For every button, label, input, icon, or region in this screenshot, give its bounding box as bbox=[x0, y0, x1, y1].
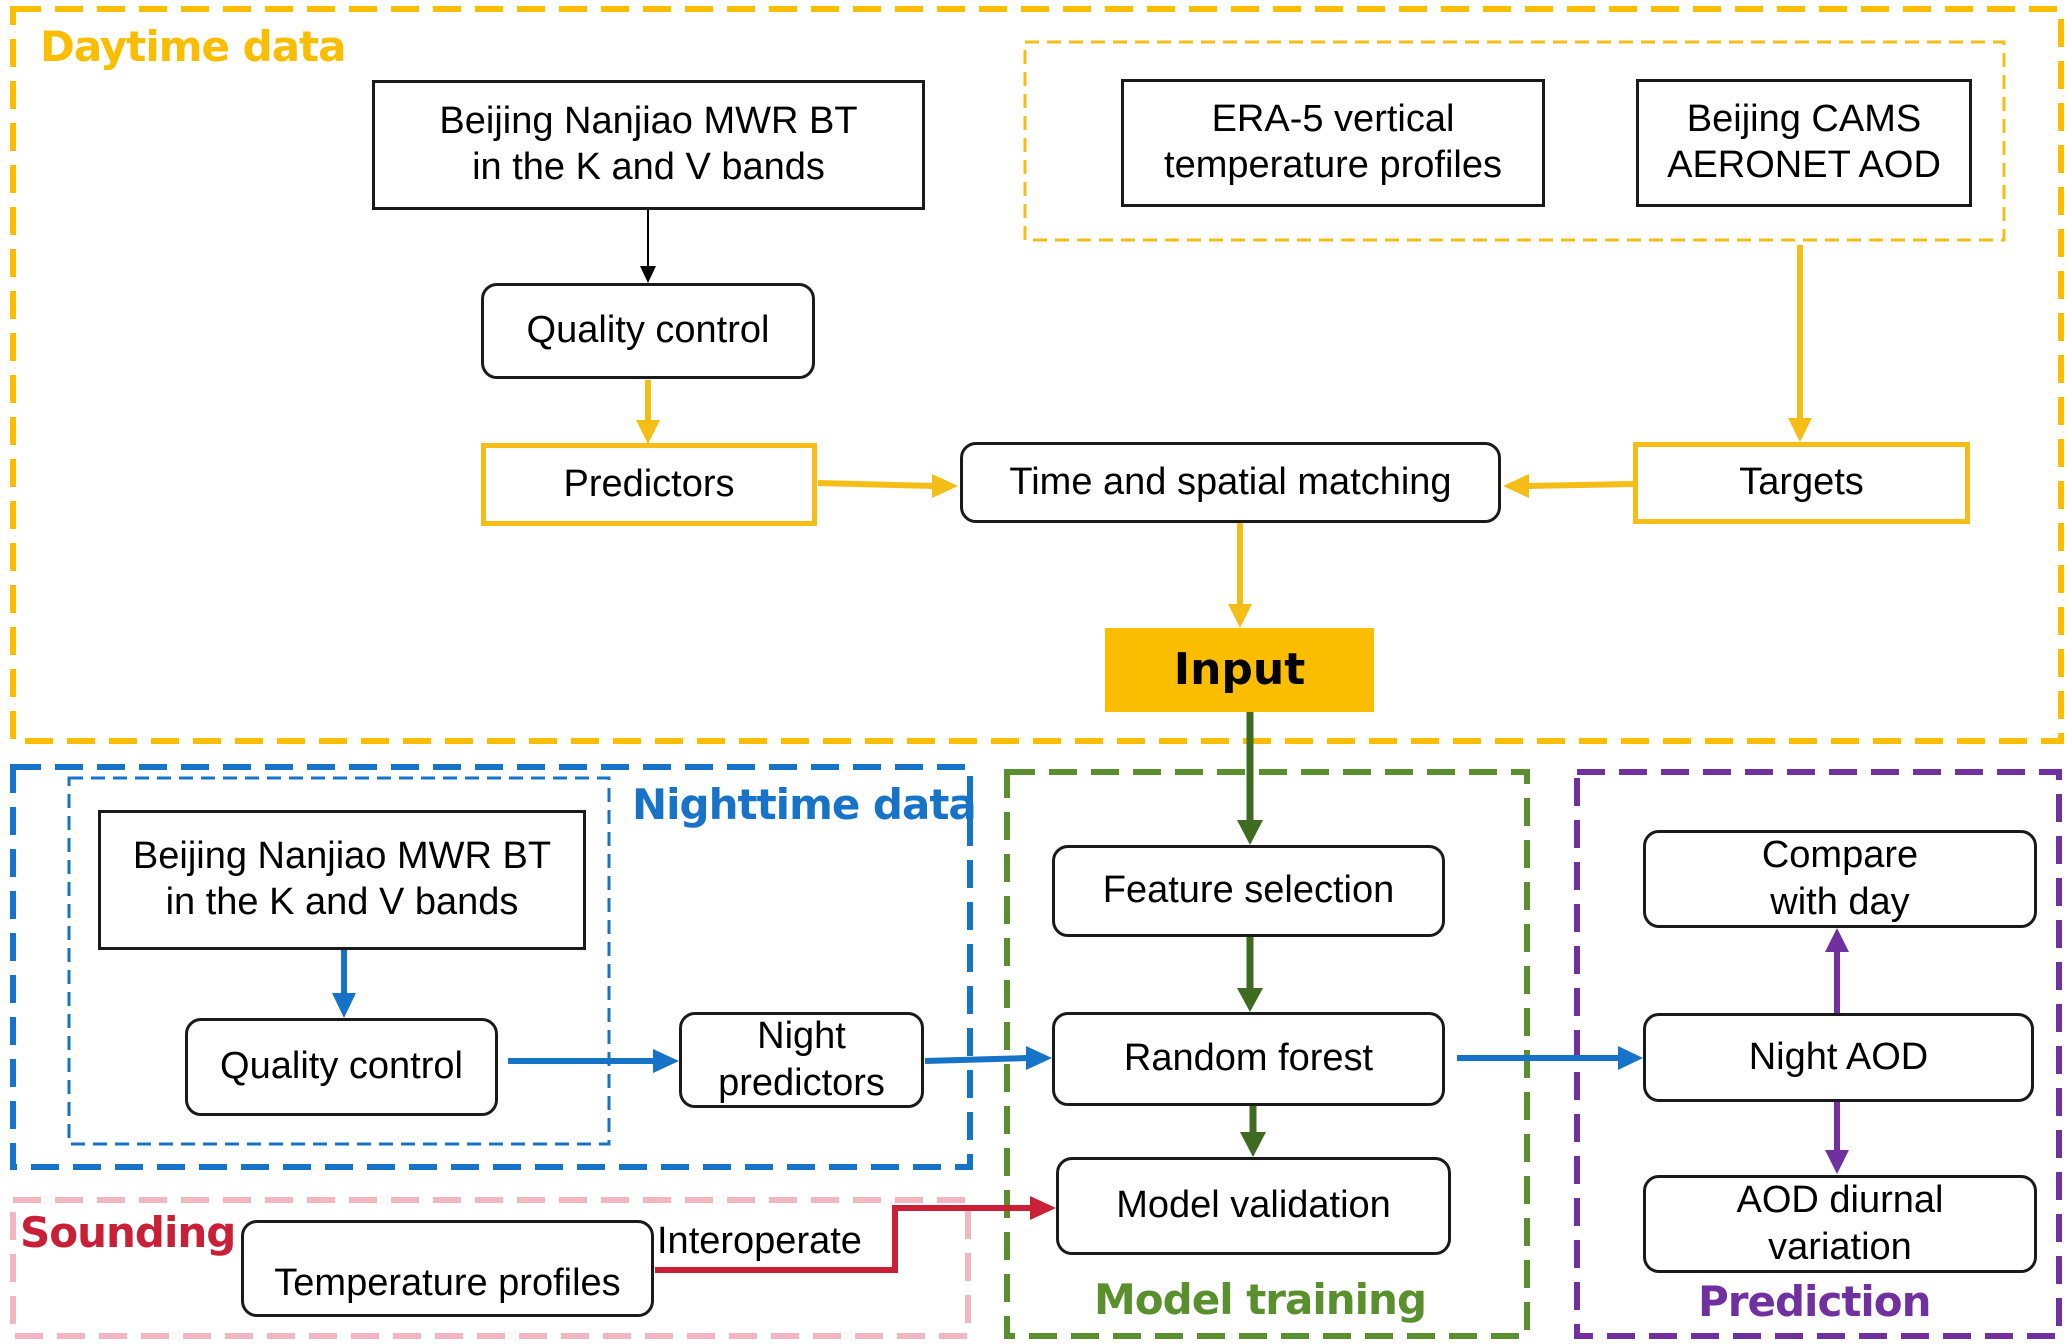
node-era5-profiles: ERA-5 vertical temperature profiles bbox=[1121, 79, 1545, 207]
arrow-sources-to-targets bbox=[1788, 245, 1812, 442]
arrow-predictors-to-matching bbox=[817, 474, 958, 498]
node-predictors: Predictors bbox=[481, 443, 817, 526]
nighttime-region-title: Nighttime data bbox=[632, 780, 977, 829]
arrow-day-qc-to-predictors bbox=[636, 380, 660, 444]
arrow-random-forest-to-validation bbox=[1240, 1105, 1266, 1157]
prediction-region-title: Prediction bbox=[1698, 1277, 1932, 1326]
sounding-region-border bbox=[10, 1197, 971, 1339]
arrow-input-to-feature-selection bbox=[1237, 712, 1263, 845]
node-night-predictors: Night predictors bbox=[679, 1012, 924, 1108]
node-feature-selection: Feature selection bbox=[1052, 845, 1445, 937]
sounding-region-title: Sounding bbox=[20, 1208, 236, 1257]
daytime-region-border bbox=[10, 6, 2064, 744]
arrow-night-qc-to-night-predictors bbox=[508, 1049, 679, 1073]
arrow-random-forest-to-night-aod bbox=[1457, 1046, 1643, 1070]
prediction-region-border bbox=[1574, 769, 2062, 1339]
node-time-spatial-matching: Time and spatial matching bbox=[960, 442, 1501, 523]
nighttime-inner-group-border bbox=[67, 776, 611, 1146]
node-input: Input bbox=[1105, 628, 1374, 712]
node-model-validation: Model validation bbox=[1056, 1157, 1451, 1255]
node-day-quality-control: Quality control bbox=[481, 283, 815, 379]
arrow-targets-to-matching bbox=[1503, 474, 1634, 498]
node-aod-diurnal-variation: AOD diurnal variation bbox=[1643, 1175, 2037, 1273]
model-training-region-title: Model training bbox=[1094, 1275, 1427, 1324]
model-training-region-border bbox=[1004, 769, 1530, 1339]
node-targets: Targets bbox=[1633, 442, 1970, 524]
arrow-night-mwr-to-qc bbox=[332, 950, 356, 1018]
daytime-sources-group-border bbox=[1023, 40, 2006, 242]
node-night-mwr-bt: Beijing Nanjiao MWR BT in the K and V ba… bbox=[98, 810, 586, 950]
node-random-forest: Random forest bbox=[1052, 1012, 1445, 1106]
node-day-mwr-bt: Beijing Nanjiao MWR BT in the K and V ba… bbox=[372, 80, 925, 210]
arrow-day-mwr-to-qc bbox=[640, 208, 656, 283]
arrow-temp-profiles-to-validation bbox=[655, 1196, 1056, 1273]
node-temperature-profiles: Temperature profiles bbox=[241, 1220, 654, 1317]
nighttime-region-border bbox=[10, 764, 973, 1170]
arrow-matching-to-input bbox=[1228, 523, 1252, 628]
arrow-night-aod-to-diurnal bbox=[1825, 1102, 1849, 1174]
node-night-quality-control: Quality control bbox=[185, 1018, 498, 1116]
arrow-night-aod-to-compare bbox=[1825, 928, 1849, 1013]
node-cams-aeronet-aod: Beijing CAMS AERONET AOD bbox=[1636, 79, 1972, 207]
node-night-aod: Night AOD bbox=[1643, 1013, 2034, 1102]
node-compare-with-day: Compare with day bbox=[1643, 830, 2037, 928]
arrow-feature-to-random-forest bbox=[1237, 937, 1263, 1012]
edge-label-interoperate: Interoperate bbox=[657, 1220, 862, 1262]
arrow-night-predictors-to-random-forest bbox=[924, 1046, 1052, 1070]
daytime-region-title: Daytime data bbox=[40, 22, 346, 71]
